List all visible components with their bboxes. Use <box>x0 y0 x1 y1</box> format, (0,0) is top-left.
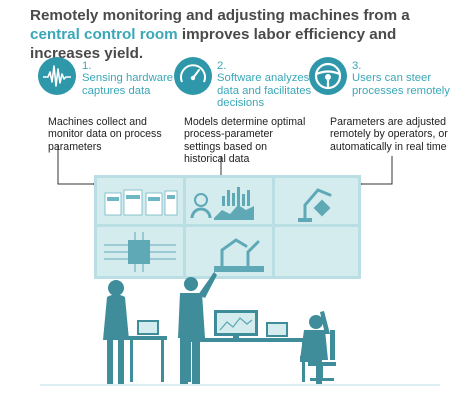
desk-monitors <box>137 310 288 339</box>
step-3-number: 3. <box>352 60 362 72</box>
operators <box>103 272 336 384</box>
step-3-description: Parameters are adjusted remotely by oper… <box>330 116 448 153</box>
step-1-title: Sensing hardware captures data <box>82 72 174 97</box>
sensor-waveform-icon <box>38 57 76 95</box>
headline: Remotely monitoring and adjusting machin… <box>30 6 450 63</box>
step-2-description: Models determine optimal process-paramet… <box>184 116 306 166</box>
screen-robot-arm <box>275 178 358 224</box>
step-1-description: Machines collect and monitor data on pro… <box>48 116 162 153</box>
screen-blank <box>275 227 358 276</box>
steering-wheel-icon <box>309 57 347 95</box>
headline-part1: Remotely monitoring and adjusting machin… <box>30 7 410 24</box>
headline-accent: central control room <box>30 26 178 43</box>
step-3-title: Users can steer processes remotely <box>352 72 450 97</box>
video-wall <box>94 175 361 279</box>
step-2-title: Software analyzes data and facilitates d… <box>217 72 312 110</box>
gauge-icon <box>174 57 212 95</box>
operator-desks <box>127 336 310 382</box>
step-2-number: 2. <box>217 60 227 72</box>
step-1-number: 1. <box>82 60 92 72</box>
